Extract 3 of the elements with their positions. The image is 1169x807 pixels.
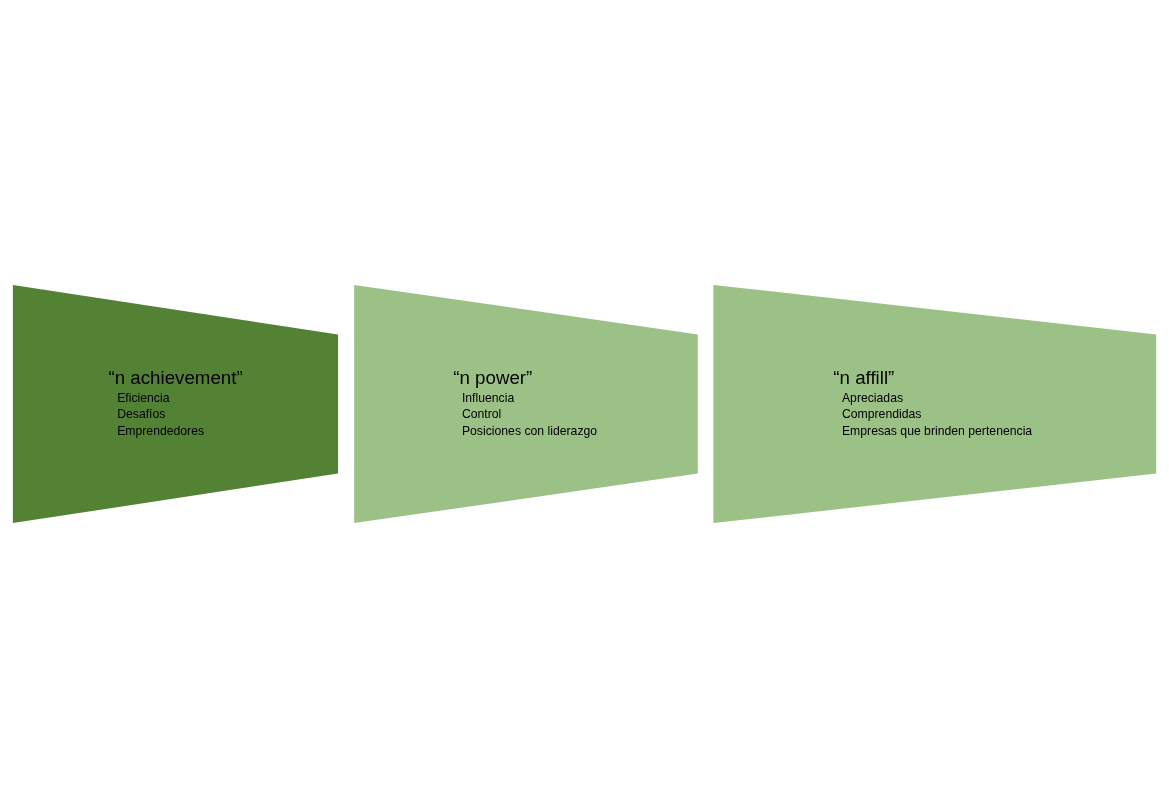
node-box: “n affill” Apreciadas Comprendidas Empresas que brinden pertenencia [713, 284, 1157, 523]
node-box: “n power” Influencia Control Posiciones con liderazgo [354, 284, 698, 523]
node-box: “n achievement” Eficiencia Desafíos Emprendedores [12, 284, 339, 523]
